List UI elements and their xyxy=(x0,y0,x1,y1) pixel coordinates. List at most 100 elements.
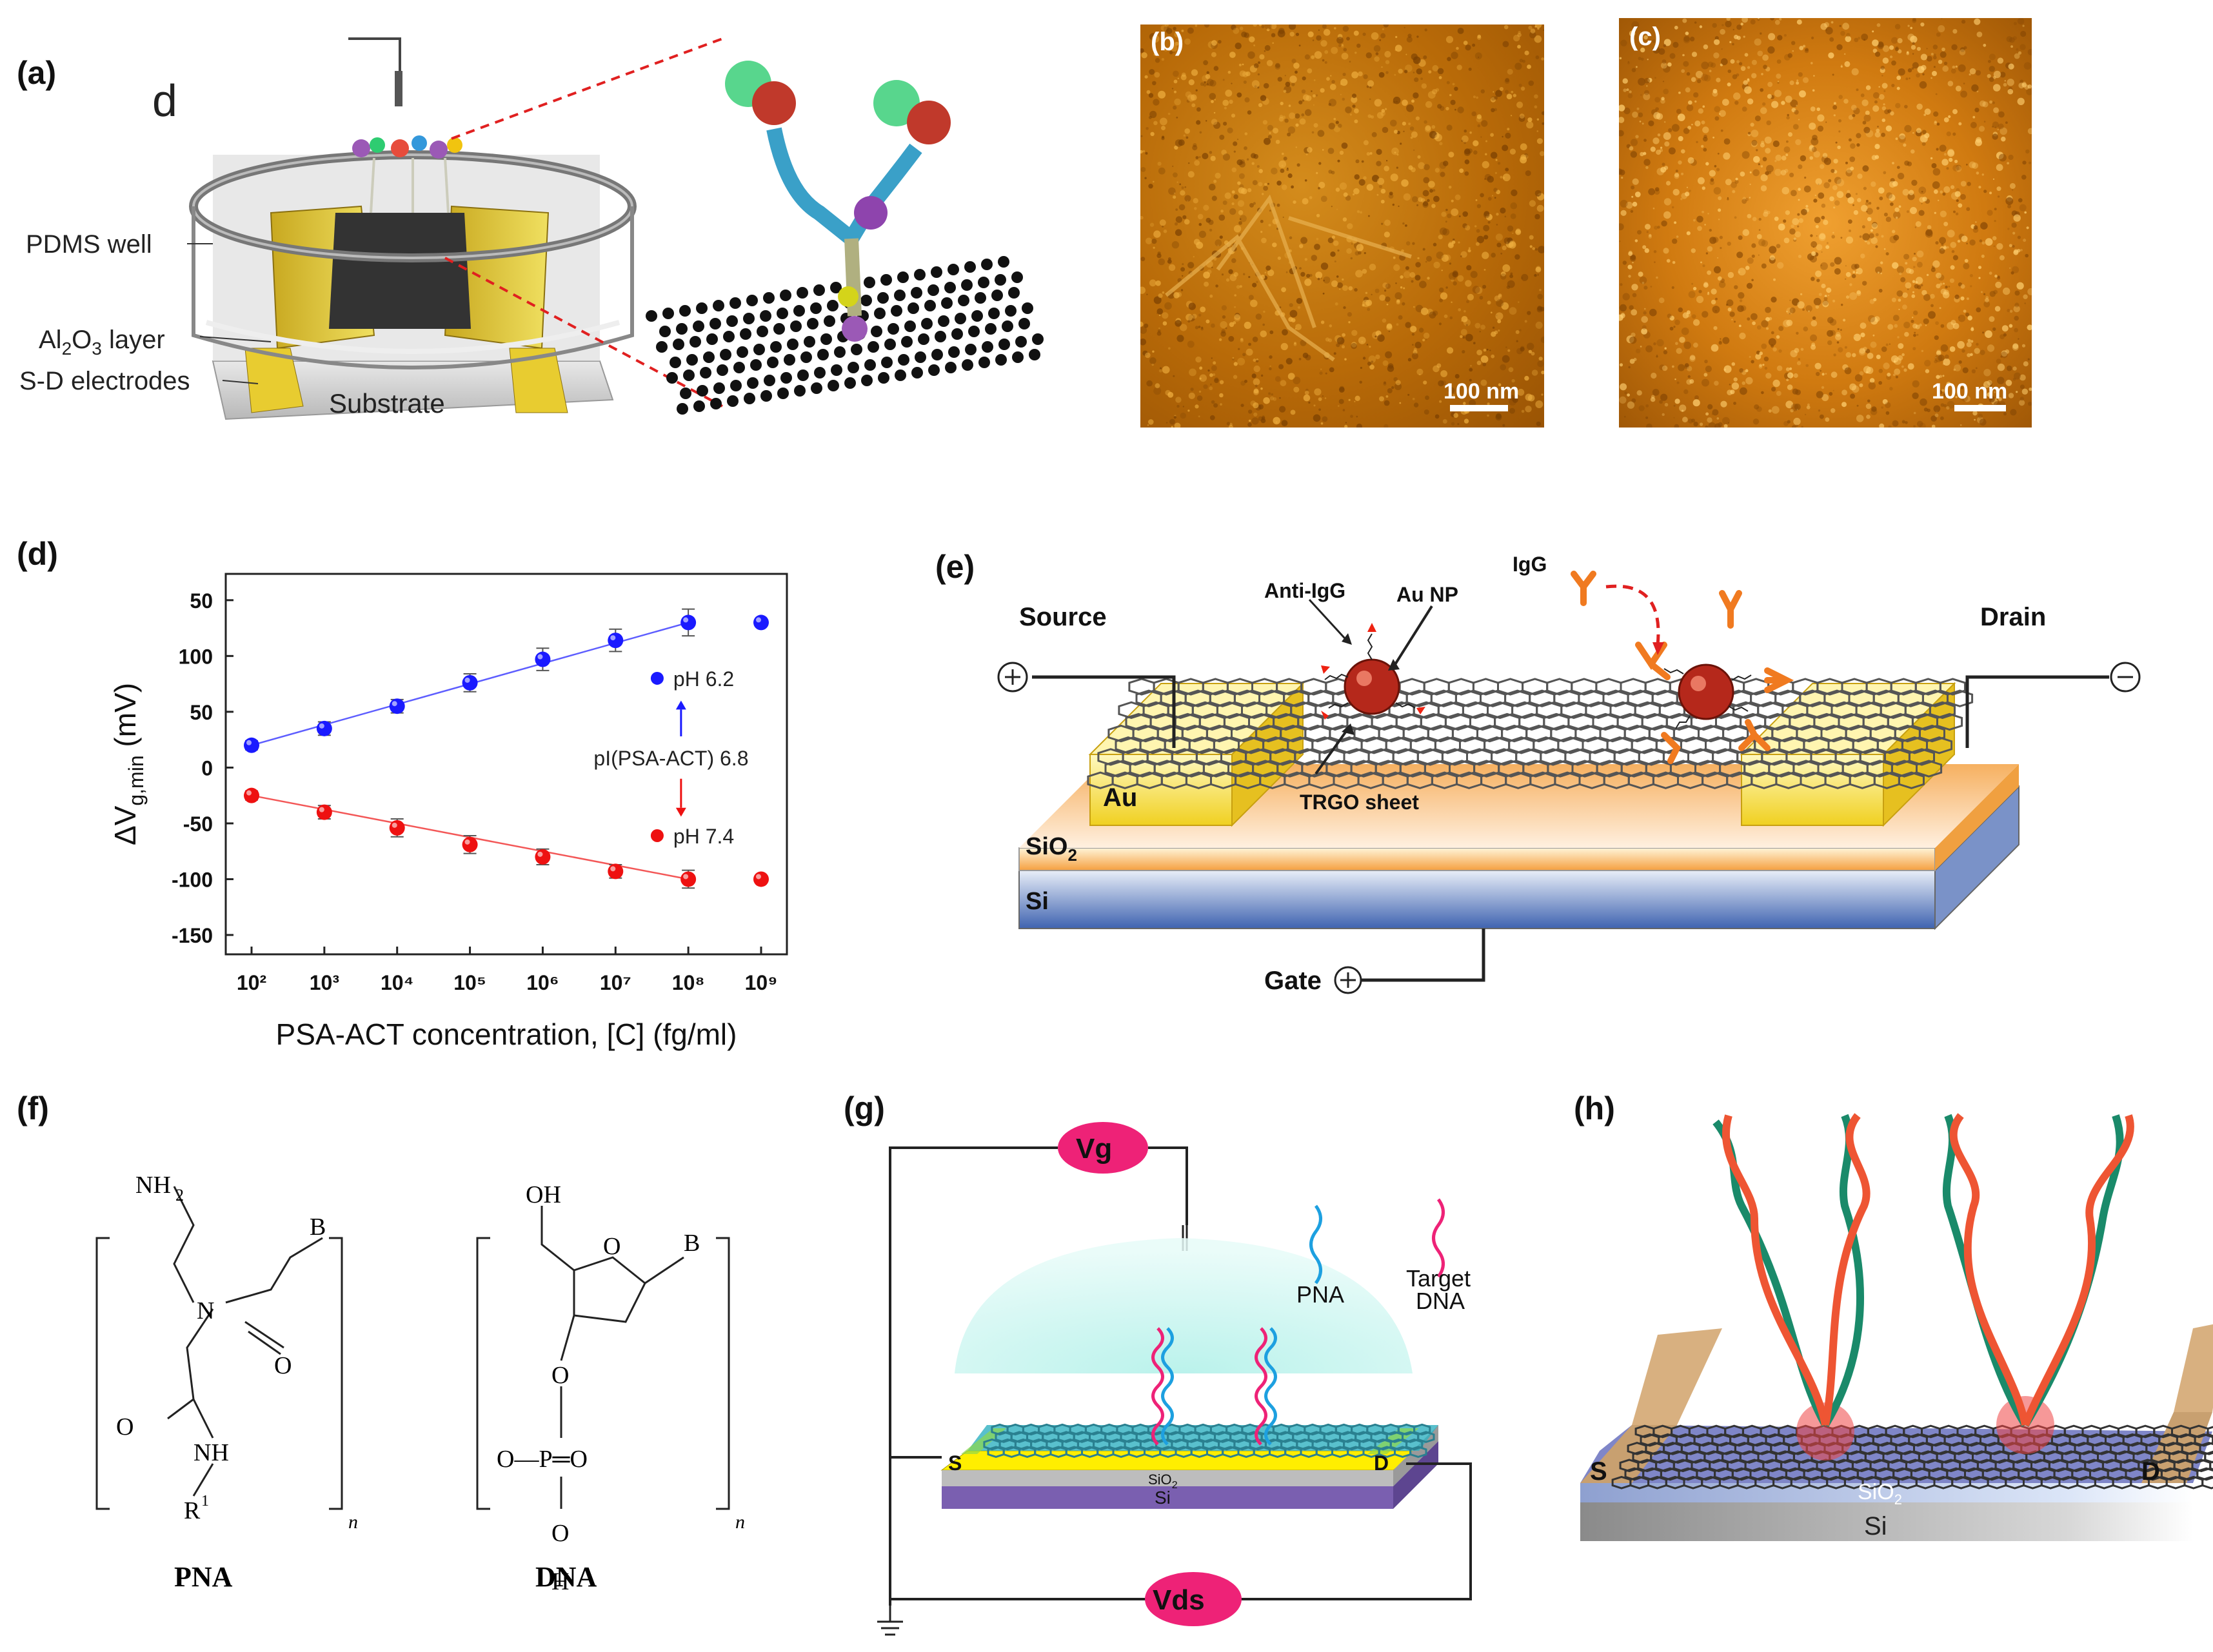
panel-a-zoom xyxy=(639,45,1058,445)
legend-marker-ph62 xyxy=(650,671,664,685)
au-np-right-icon xyxy=(1678,664,1734,720)
pna-nh2-label: NH xyxy=(135,1172,171,1199)
panel-f: (f) NH 2 B N O O NH R xyxy=(0,1090,806,1638)
panel-a: PDMS well Al2O3 layer S-D electrodes Sub… xyxy=(0,0,735,451)
label-s-h: S xyxy=(1590,1457,1607,1486)
label-vds: Vds xyxy=(1153,1584,1205,1616)
x-tick-label: 10⁹ xyxy=(745,971,778,994)
annotation-ph74: pH 7.4 xyxy=(673,825,734,848)
pna-fet-g-figure: Vg PNA Target DNA S D SiO2 Si Vds xyxy=(877,1122,1472,1636)
dna-helix-icon xyxy=(1712,1113,2134,1428)
y-tick-label: 0 xyxy=(201,756,213,780)
pna-n-label: N xyxy=(197,1297,214,1324)
panel-label-h: (h) xyxy=(1574,1090,1615,1126)
y-tick-label: -50 xyxy=(183,812,213,836)
si-substrate-h xyxy=(1580,1502,2193,1541)
si-substrate xyxy=(942,1486,1393,1509)
svg-text:O: O xyxy=(274,1352,292,1379)
label-source: Source xyxy=(1019,603,1107,631)
x-tick-label: 10⁴ xyxy=(381,971,413,994)
panel-label-d: (d) xyxy=(17,536,58,572)
data-point xyxy=(535,849,551,865)
x-tick-label: 10⁵ xyxy=(453,971,486,994)
y-axis-label: ΔVg,min (mV) xyxy=(108,683,148,845)
label-corner-d: d xyxy=(152,75,177,126)
antibody-molecule-icon xyxy=(725,61,951,342)
annotation-pi: pI(PSA-ACT) 6.8 xyxy=(593,747,748,770)
pna-b-label: B xyxy=(310,1214,326,1241)
svg-text:R: R xyxy=(184,1497,201,1524)
label-si-h: Si xyxy=(1864,1512,1887,1540)
label-anti-igg: Anti-IgG xyxy=(1264,579,1345,602)
svg-text:O: O xyxy=(116,1413,134,1441)
probe-icon xyxy=(348,37,401,90)
y-tick-label: -100 xyxy=(172,868,213,891)
data-point xyxy=(680,615,697,631)
label-gate: Gate xyxy=(1264,967,1322,995)
panel-h: (h) S D SiO2 Si xyxy=(1561,1090,2213,1644)
label-substrate: Substrate xyxy=(329,388,445,418)
dna-phosphate-label: O—P═O xyxy=(497,1446,588,1473)
pna-legend-icon xyxy=(1309,1205,1322,1284)
zoom-line-bottom xyxy=(444,257,723,408)
pna-dna-structures: NH 2 B N O O NH R 1 n OH O B O O—P═O O H… xyxy=(95,1172,745,1595)
sio2-layer xyxy=(1018,847,1936,871)
antibody-on-graphene-figure xyxy=(646,61,1044,415)
afm-image-b: 100 nm (b) xyxy=(1138,21,1547,430)
fet-device-e-figure: Source Drain Anti-IgG Au NP IgG Au TRGO … xyxy=(997,553,2141,995)
y-tick-label: -150 xyxy=(172,924,213,947)
graphene-lattice-icon xyxy=(646,256,1044,415)
label-igg: IgG xyxy=(1513,553,1547,576)
data-point xyxy=(608,633,624,649)
data-point xyxy=(753,871,769,887)
data-point xyxy=(389,698,405,714)
label-vg: Vg xyxy=(1076,1133,1112,1165)
panel-e: (e) xyxy=(929,542,2212,1032)
ground-icon xyxy=(877,1606,903,1636)
data-point xyxy=(244,787,259,803)
label-au: Au xyxy=(1103,783,1137,812)
label-pdms-well: PDMS well xyxy=(26,230,152,259)
label-sio2: SiO2 xyxy=(1026,833,1077,865)
y-tick-label: 100 xyxy=(179,645,213,668)
target-dna-legend-icon xyxy=(1432,1198,1445,1278)
svg-text:O: O xyxy=(551,1362,569,1389)
label-d-h: D xyxy=(2141,1457,2160,1486)
legend-marker-ph74 xyxy=(650,829,664,842)
antibody-cluster-icon xyxy=(352,135,462,213)
y-tick-label: 50 xyxy=(190,701,213,724)
panel-label-a: (a) xyxy=(17,55,57,91)
x-tick-label: 10⁷ xyxy=(600,971,631,994)
data-point xyxy=(316,720,332,736)
au-electrode-right xyxy=(1741,754,1884,826)
label-pna-legend: PNA xyxy=(1296,1281,1344,1308)
label-sd-electrodes: S-D electrodes xyxy=(19,367,190,395)
panel-g: (g) Vg PNA Target DNA S xyxy=(839,1090,1484,1644)
panel-label-e: (e) xyxy=(935,549,975,585)
label-trgo-sheet: TRGO sheet xyxy=(1300,791,1419,814)
label-s-g: S xyxy=(948,1451,962,1475)
graphene-channel xyxy=(329,213,471,329)
plot-frame xyxy=(224,573,788,956)
label-si-g: Si xyxy=(1155,1488,1171,1508)
electrode-s-h xyxy=(1580,1425,1677,1483)
panel-label-g: (g) xyxy=(844,1090,885,1126)
vds-source-icon xyxy=(1145,1572,1242,1626)
electrode-d-h xyxy=(2141,1412,2212,1483)
svg-text:n: n xyxy=(735,1511,745,1533)
label-al2o3: Al2O3 layer xyxy=(39,326,165,359)
svg-text:O: O xyxy=(551,1520,569,1547)
panel-label-b: (b) xyxy=(1151,28,1184,56)
svg-text:DNA: DNA xyxy=(1416,1288,1465,1314)
x-axis-label: PSA-ACT concentration, [C] (fg/ml) xyxy=(276,1018,737,1051)
label-drain: Drain xyxy=(1980,603,2046,631)
svg-text:B: B xyxy=(684,1230,700,1257)
svg-text:2: 2 xyxy=(175,1186,184,1205)
label-target-legend: Target xyxy=(1406,1265,1471,1292)
label-d-g: D xyxy=(1374,1451,1389,1475)
electrolyte-dome xyxy=(955,1238,1413,1373)
si-layer xyxy=(1018,870,1936,929)
data-point xyxy=(753,615,769,631)
data-point xyxy=(462,836,478,852)
